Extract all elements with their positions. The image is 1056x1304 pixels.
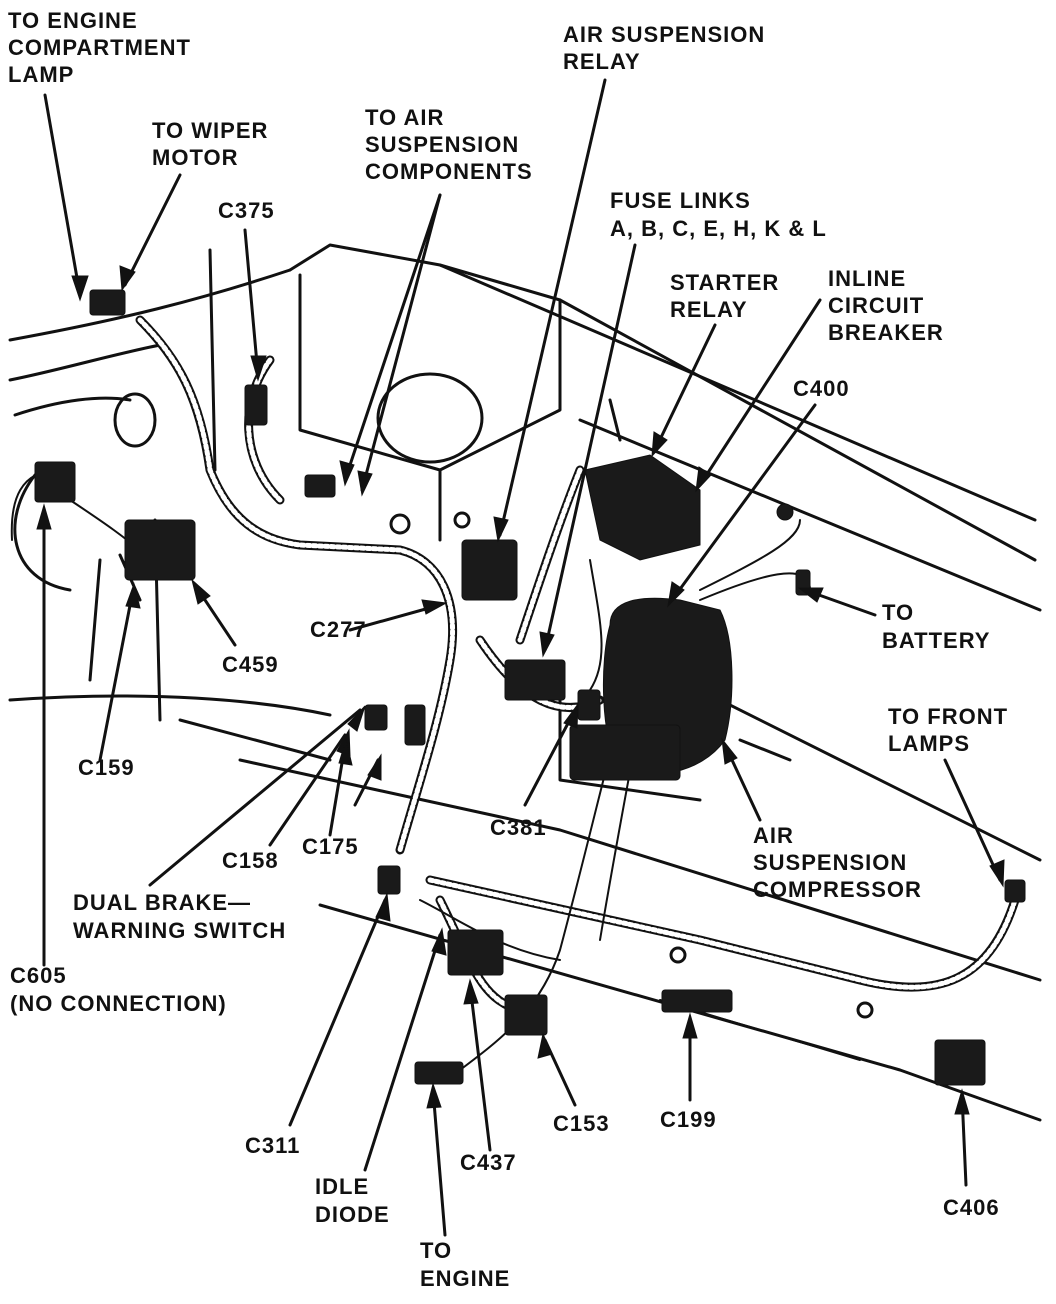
bolt [453, 511, 471, 529]
label-c437: C437 [460, 1150, 517, 1175]
air-component-connector [304, 474, 336, 498]
c277-connector [504, 659, 566, 701]
arrowheads [36, 265, 1005, 1115]
label-c159: C159 [78, 755, 135, 780]
front-lamps-plug [1004, 879, 1026, 903]
label-c277: C277 [310, 617, 367, 642]
label-dual-brake-warning-switch: DUAL BRAKE— WARNING SWITCH [73, 890, 286, 943]
components [34, 289, 1026, 1086]
label-c459: C459 [222, 652, 279, 677]
label-c605: C605 (NO CONNECTION) [10, 963, 227, 1016]
label-wiper-motor: TO WIPER MOTOR [152, 118, 276, 170]
c158-connector [364, 704, 388, 731]
c406-connector [934, 1039, 986, 1086]
label-c153: C153 [553, 1111, 610, 1136]
label-c199: C199 [660, 1107, 717, 1132]
starter-relay [584, 454, 701, 561]
leader-lines [42, 78, 1002, 1237]
label-air-suspension-components: TO AIR SUSPENSION COMPONENTS [365, 105, 533, 184]
bolt [856, 1001, 874, 1019]
engine-connector [414, 1061, 464, 1085]
label-c158: C158 [222, 848, 279, 873]
c199-connector [661, 989, 733, 1013]
c437-connector [447, 929, 504, 976]
label-to-front-lamps: TO FRONT LAMPS [888, 704, 1015, 756]
battery-terminal [776, 503, 794, 521]
c175-connector [404, 704, 426, 746]
label-inline-circuit-breaker: INLINE CIRCUIT BREAKER [828, 266, 944, 345]
label-air-suspension-compressor: AIR SUSPENSION COMPRESSOR [753, 823, 922, 902]
label-c311: C311 [245, 1133, 300, 1158]
label-to-engine: TO ENGINE [420, 1238, 510, 1291]
label-engine-compartment-lamp: TO ENGINE COMPARTMENT LAMP [8, 8, 198, 87]
label-c375: C375 [218, 198, 275, 223]
callout-labels: TO ENGINE COMPARTMENT LAMP TO WIPER MOTO… [8, 8, 1015, 1291]
label-starter-relay: STARTER RELAY [670, 270, 786, 322]
bolt [669, 946, 687, 964]
c605-connector [34, 461, 76, 503]
c375-connector [244, 384, 268, 426]
label-to-battery: TO BATTERY [882, 600, 990, 653]
air-suspension-relay-body [461, 539, 518, 601]
c311-connector [377, 865, 401, 895]
label-c381: C381 [490, 815, 547, 840]
label-c400: C400 [793, 376, 850, 401]
label-c175: C175 [302, 834, 359, 859]
label-fuse-links: FUSE LINKS A, B, C, E, H, K & L [610, 188, 827, 241]
c153-connector [504, 994, 548, 1036]
label-air-suspension-relay: AIR SUSPENSION RELAY [563, 22, 772, 74]
bolt [389, 513, 411, 535]
c381-connector [577, 689, 601, 721]
label-idle-diode: IDLE DIODE [315, 1174, 390, 1227]
c459-connector [124, 519, 196, 581]
wiper-connector [89, 289, 126, 316]
compressor-base [569, 724, 681, 781]
label-c406: C406 [943, 1195, 1000, 1220]
